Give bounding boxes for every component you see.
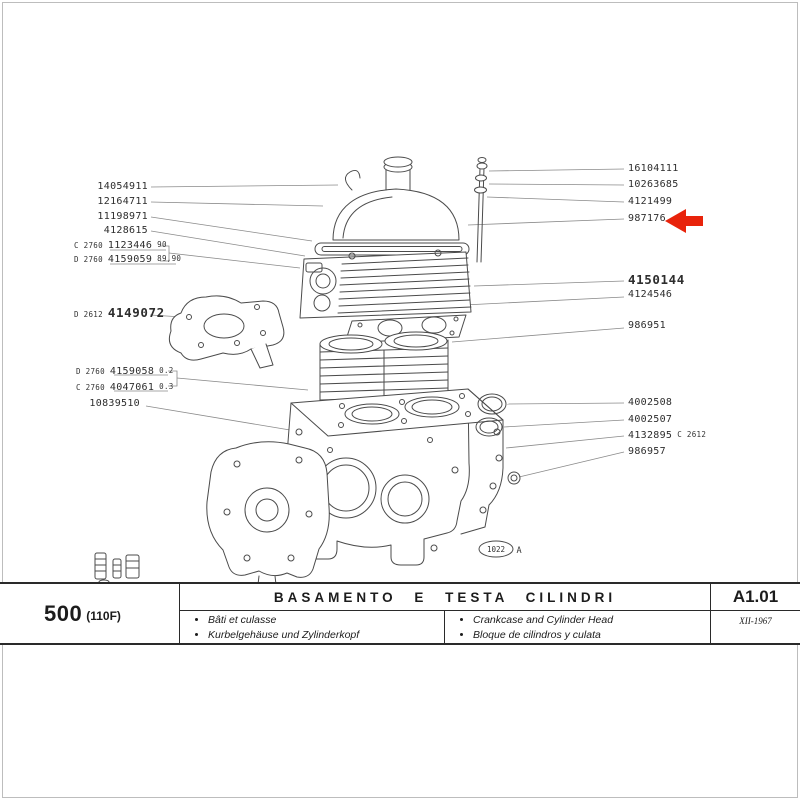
model-variant: (110F) [86,609,121,623]
part-number-label: 986951 [628,320,666,331]
part-number-label: 10839510 [89,398,140,409]
part-number-label: C 2760 1123446 90 [74,240,167,251]
part-number: 4159058 [109,366,155,377]
part-number: 4149072 [107,305,165,320]
part-number-label: C 2760 4047061 0.3 [76,382,174,393]
valve-cover [332,156,460,241]
page-number: A1.01 [711,584,800,611]
part-number-label: 4121499 [628,196,673,207]
part-number-label: D 2760 4159058 0.2 [76,366,174,377]
figure-reference-number: 1022 [487,545,505,554]
translations-right: Crankcase and Cylinder Head Bloque de ci… [445,611,710,643]
translation-french: Bâti et culasse [208,613,444,628]
crankcase-flange [460,388,504,535]
translations: Bâti et culasse Kurbelgehäuse und Zylind… [180,611,710,643]
page-date: XII-1967 [739,616,772,626]
model-code: C 2760 [76,383,105,392]
page-number-cell: A1.01 XII-1967 [710,584,800,643]
figure-reference-letter: A [516,546,521,556]
part-number-label: 986957 [628,446,666,457]
cylinder-head [299,249,472,319]
model-code: D 2760 [74,255,103,264]
cylinder-head-stud [474,157,488,263]
valve-cover-gasket [314,242,470,256]
part-number: 4132895 [628,430,673,441]
leader-lines [110,168,625,478]
application-note: 90 [157,240,167,249]
model-code: D 2760 [76,367,105,376]
translation-english: Crankcase and Cylinder Head [473,613,710,628]
part-number: 4047061 [109,382,155,393]
part-number-label-highlighted: 987176 [628,213,666,224]
model-cell: 500 (110F) [0,584,180,643]
title-block: 500 (110F) BASAMENTO E TESTA CILINDRI Bâ… [0,582,800,645]
model-code: C 2760 [74,241,103,250]
front-cover [206,441,330,597]
part-number-label: 11198971 [97,211,148,222]
part-number-label: 12164711 [97,196,148,207]
part-number-label: 4128615 [103,225,148,236]
part-number-label: 4150144 [628,272,685,287]
page-title: BASAMENTO E TESTA CILINDRI [180,584,710,611]
drain-plug [507,471,521,485]
part-number: 1123446 [107,240,153,251]
description-cell: BASAMENTO E TESTA CILINDRI Bâti et culas… [180,584,710,643]
part-number-label: 4002508 [628,397,673,408]
application-note: 89,90 [157,254,182,263]
model-code: C 2612 [677,430,707,439]
part-number-label: 16104111 [628,163,679,174]
part-number-label: 4124546 [628,289,673,300]
figure-reference-marker [478,540,514,558]
part-number-label: 14054911 [97,181,148,192]
part-number-label: D 2760 4159059 89,90 [74,254,181,265]
front-cover-gasket [168,295,285,369]
part-number-label: 4002507 [628,414,673,425]
small-hardware-parts [94,552,140,585]
model-number: 500 [44,600,83,626]
crankcase [285,388,504,566]
part-number-label: 4132895 C 2612 [628,430,706,441]
application-note: 0.3 [159,382,174,391]
part-number: 4159059 [107,254,153,265]
part-number-label: 10263685 [628,179,679,190]
o-ring-seals [475,393,507,437]
cover-retainer-clip [345,170,361,191]
translation-german: Kurbelgehäuse und Zylinderkopf [208,628,444,643]
application-note: 0.2 [159,366,174,375]
model-code: D 2612 [74,310,103,319]
pointer-arrow-icon [665,209,703,233]
translation-spanish: Bloque de cilindros y culata [473,628,710,643]
translations-left: Bâti et culasse Kurbelgehäuse und Zylind… [180,611,445,643]
part-number-label: D 2612 4149072 [74,305,165,320]
